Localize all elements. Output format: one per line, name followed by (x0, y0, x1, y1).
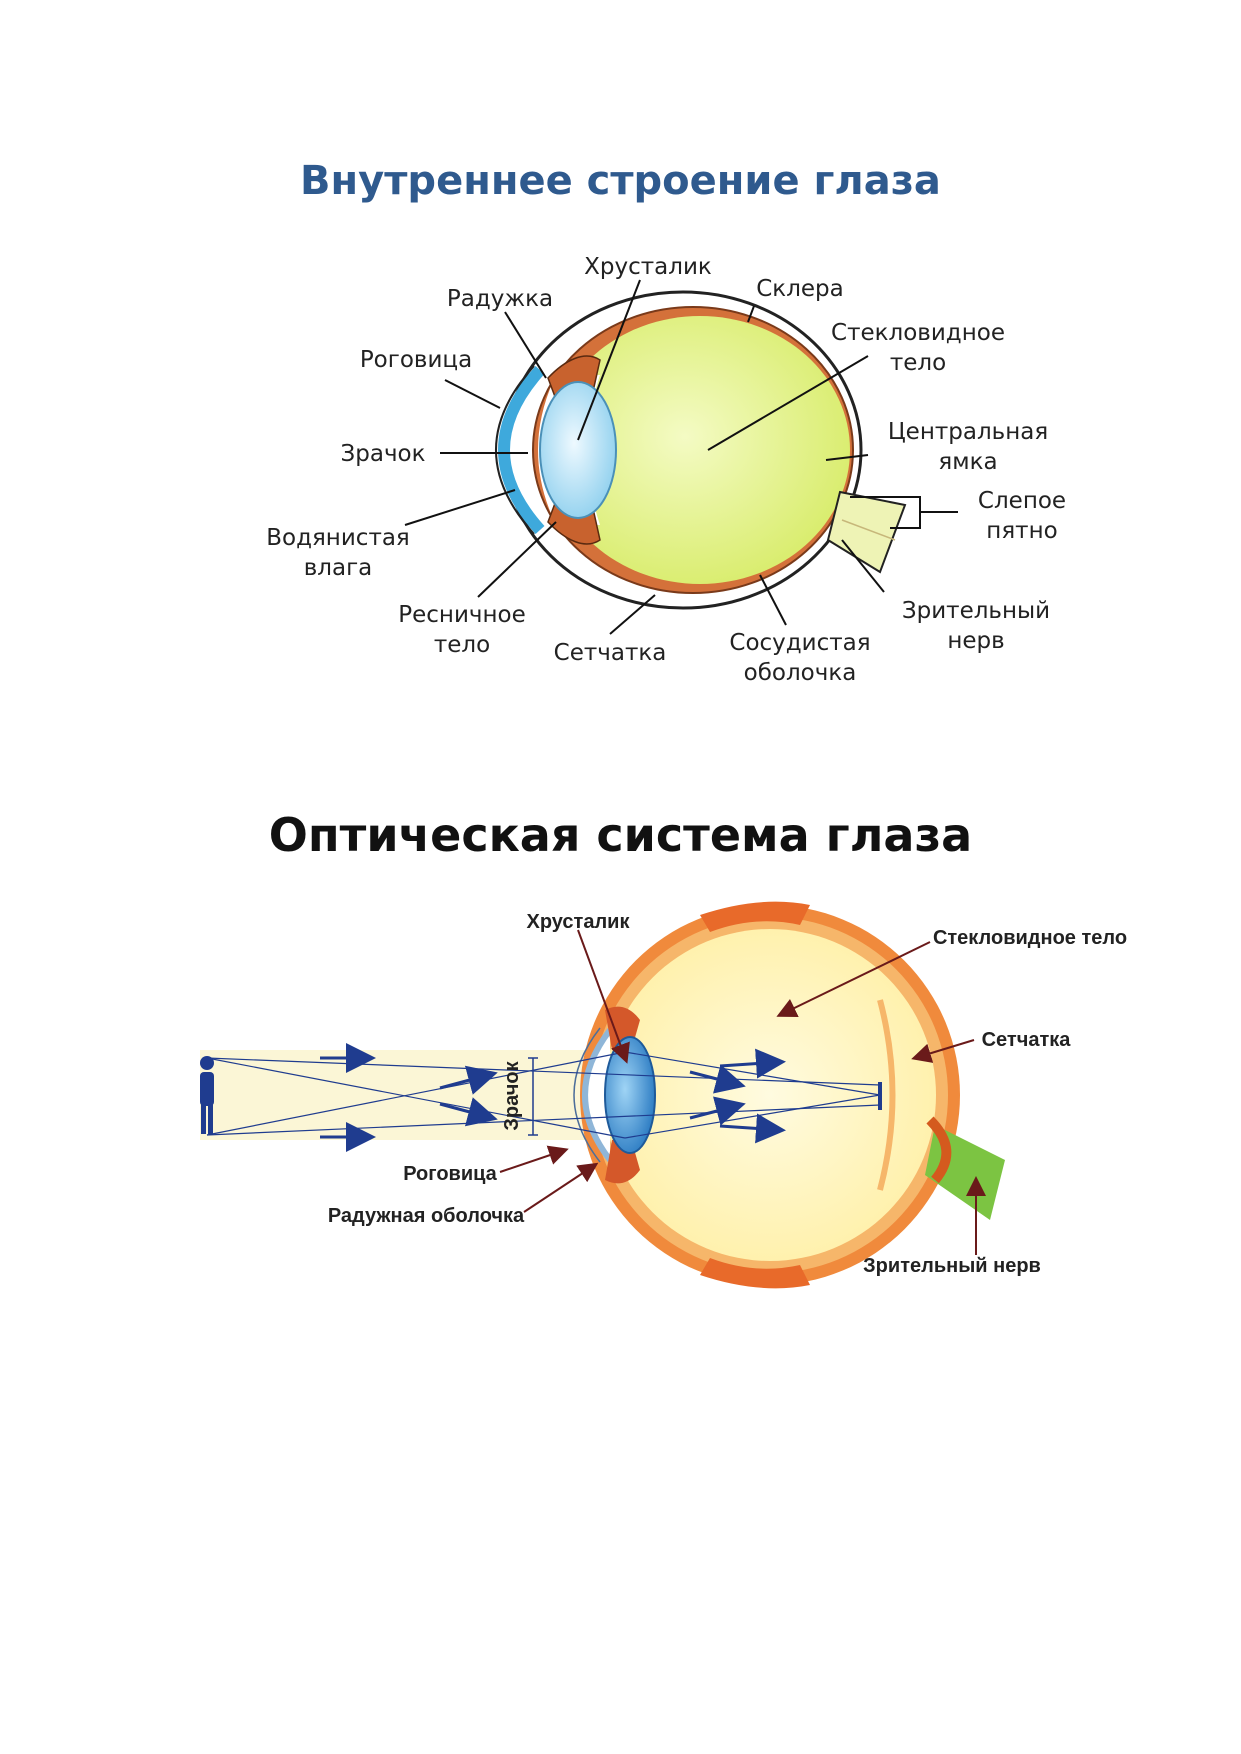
label-choroid-2: оболочка (744, 660, 857, 686)
label-optic-nerve-2: нерв (947, 628, 1004, 654)
label-cornea: Роговица (360, 347, 472, 373)
label-fovea-1: Центральная (888, 419, 1048, 445)
label-ciliary-1: Ресничное (398, 602, 526, 628)
vitreous-body (550, 316, 850, 584)
label-pupil: Зрачок (341, 441, 426, 467)
label-retina: Сетчатка (554, 640, 667, 666)
label-choroid-1: Сосудистая (729, 630, 870, 656)
label-blind-spot-2: пятно (986, 518, 1057, 544)
optic-nerve (826, 490, 907, 574)
label-fovea-2: ямка (938, 449, 997, 475)
cornea (498, 365, 545, 535)
label-lens: Хрусталик (584, 254, 712, 280)
label-aqueous-2: влага (304, 555, 373, 581)
label-ciliary-2: тело (434, 632, 490, 658)
label-optic-nerve-1: Зрительный (902, 598, 1050, 624)
label-blind-spot-1: Слепое (978, 488, 1066, 514)
label-vitreous-2: тело (890, 350, 946, 376)
label-sclera: Склера (756, 276, 844, 302)
label-vitreous-1: Стекловидное (831, 320, 1005, 346)
label-aqueous-1: Водянистая (266, 525, 410, 551)
lens (539, 381, 617, 519)
label-iris: Радужка (447, 286, 553, 312)
title-internal-structure: Внутреннее строение глаза (300, 158, 941, 204)
title-optical-system: Оптическая система глаза (268, 808, 973, 862)
